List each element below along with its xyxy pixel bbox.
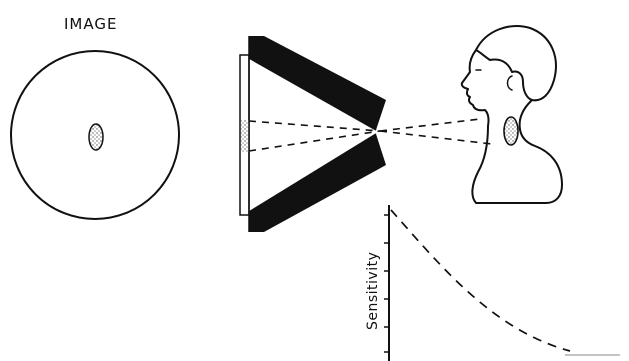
- ray-lower-right: [379, 130, 493, 145]
- patient-profile: [460, 25, 563, 204]
- image-disk: [10, 50, 180, 220]
- image-spot: [88, 123, 104, 151]
- ray-upper-left: [248, 120, 381, 132]
- image-label: IMAGE: [64, 15, 117, 33]
- collimator-top-wall: [249, 36, 386, 130]
- patient-ear: [506, 75, 513, 91]
- thyroid-gland: [503, 116, 519, 146]
- pinhole-collimator: [248, 36, 386, 232]
- patient-hair: [475, 25, 557, 102]
- detector-plate: [239, 54, 250, 216]
- sensitivity-plot: Sensitivity: [365, 205, 620, 361]
- sensitivity-y-ticks: [384, 214, 389, 353]
- sensitivity-axis-label: Sensitivity: [365, 252, 381, 330]
- collimator-bottom-wall: [249, 134, 386, 232]
- detector-image-region: [241, 120, 249, 152]
- patient-outline: [460, 49, 563, 204]
- ray-upper-right: [379, 118, 481, 132]
- projection-rays: [248, 118, 493, 152]
- ray-lower-left: [248, 130, 381, 152]
- collimator-inner-bottom: [248, 133, 377, 213]
- sensitivity-curve: [390, 209, 571, 352]
- image-field: [10, 50, 180, 220]
- collimator-inner-top: [248, 57, 377, 131]
